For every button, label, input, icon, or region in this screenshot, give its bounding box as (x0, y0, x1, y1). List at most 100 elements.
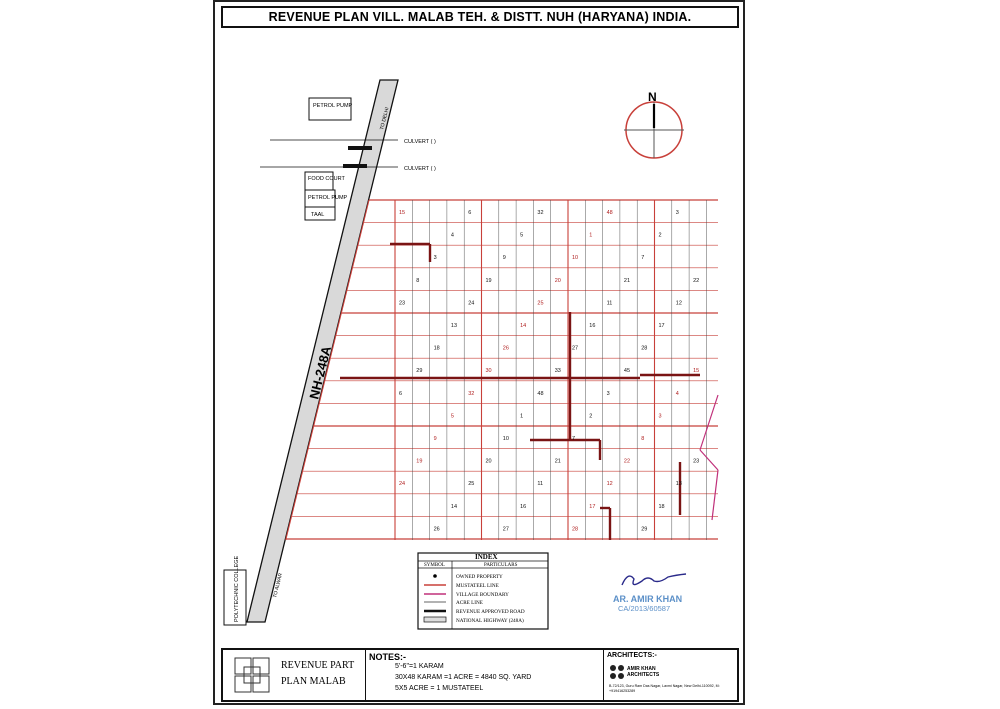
parcel-number: 4 (451, 233, 454, 239)
parcel-number: 19 (486, 278, 492, 284)
parcel-number: 33 (555, 368, 561, 374)
firm-logo-icon (610, 665, 624, 679)
signature-stamp: AR. AMIR KHAN CA/2013/60587 (613, 573, 687, 613)
signature-reg: CA/2013/60587 (618, 604, 670, 613)
parcel-number: 28 (641, 346, 647, 352)
parcel-number: 21 (555, 459, 561, 465)
parcel-number: 27 (572, 346, 578, 352)
culvert-1-label: CULVERT ( ) (404, 139, 436, 145)
village-boundary-line (699, 394, 719, 451)
parcel-number: 1 (520, 413, 523, 419)
parcel-number: 17 (589, 504, 595, 510)
parcel-number: 23 (399, 300, 405, 306)
revenue-roads (340, 242, 700, 540)
parcel-number: 13 (451, 323, 457, 329)
note-1: 5'-6"=1 KARAM (395, 663, 444, 670)
note-2: 30X48 KARAM =1 ACRE = 4840 SQ. YARD (395, 674, 532, 681)
footer-plan-cell: REVENUE PART PLAN MALAB (223, 650, 366, 700)
signature-scribble (621, 573, 687, 586)
parcel-number: 1 (589, 233, 592, 239)
parcel-number: 24 (399, 481, 405, 487)
index-row-mustateel: MUSTATEEL LINE (456, 583, 499, 589)
parcel-number: 28 (572, 526, 578, 532)
parcel-number: 32 (468, 391, 474, 397)
index-row-boundary: VILLAGE BOUNDARY (456, 592, 509, 598)
petrol-pump-2-label: PETROL PUMP (308, 195, 348, 201)
signature-name: AR. AMIR KHAN (613, 594, 682, 604)
north-label: N (648, 90, 657, 104)
parcel-number: 18 (659, 504, 665, 510)
parcel-number: 25 (468, 481, 474, 487)
parcel-number: 13 (676, 481, 682, 487)
parcel-number: 10 (572, 255, 578, 261)
plan-logo-icon (234, 657, 270, 693)
parcel-number: 21 (624, 278, 630, 284)
footer: REVENUE PART PLAN MALAB NOTES:- 5'-6"=1 … (221, 648, 739, 702)
index-title: INDEX (475, 553, 498, 561)
architects-title: ARCHITECTS:- (607, 652, 657, 659)
index-row-owned: OWNED PROPERTY (456, 574, 503, 580)
parcel-number: 3 (434, 255, 437, 261)
parcel-number: 10 (503, 436, 509, 442)
plan-label-2: PLAN MALAB (281, 676, 346, 687)
index-row-highway: NATIONAL HIGHWAY (248A) (456, 617, 524, 624)
parcel-number: 6 (399, 391, 402, 397)
parcel-number: 4 (676, 391, 679, 397)
index-legend: INDEX SYMBOL PARTICULARS OWNED PROPERTY … (417, 552, 549, 630)
parcel-number: 8 (416, 278, 419, 284)
polytechnic-label: POLYTECHNIC COLLEGE (234, 555, 240, 622)
parcel-number: 27 (503, 526, 509, 532)
parcel-number: 8 (641, 436, 644, 442)
parcel-number: 3 (659, 413, 662, 419)
map-title: REVENUE PLAN VILL. MALAB TEH. & DISTT. N… (268, 10, 692, 24)
food-court-label: FOOD COURT (308, 176, 346, 182)
landmarks: PETROL PUMP FOOD COURT PETROL PUMP TAAL … (223, 97, 436, 626)
firm-address: B-72/123, Guru Ram Das Nagar, Laxmi Naga… (609, 684, 720, 693)
parcel-number: 48 (607, 210, 613, 216)
parcel-grid (285, 199, 718, 541)
parcel-number: 5 (520, 233, 523, 239)
parcel-number: 2 (589, 413, 592, 419)
taal-label: TAAL (311, 212, 324, 218)
parcel-number: 6 (468, 210, 471, 216)
parcel-number: 26 (434, 526, 440, 532)
parcel-number: 2 (659, 233, 662, 239)
title-box: REVENUE PLAN VILL. MALAB TEH. & DISTT. N… (221, 6, 739, 28)
parcel-number: 25 (537, 300, 543, 306)
petrol-pump-1-label: PETROL PUMP (313, 103, 353, 109)
parcel-number: 12 (607, 481, 613, 487)
parcel-number: 11 (607, 300, 613, 306)
parcel-number: 23 (693, 459, 699, 465)
parcel-number: 32 (537, 210, 543, 216)
village-boundary (699, 394, 719, 521)
parcel-number: 22 (624, 459, 630, 465)
parcel-number: 15 (693, 368, 699, 374)
parcel-number: 22 (693, 278, 699, 284)
parcel-number: 17 (659, 323, 665, 329)
notes-title: NOTES:- (369, 652, 406, 662)
parcel-number: 12 (676, 300, 682, 306)
parcel-number: 20 (486, 459, 492, 465)
parcel-number: 16 (520, 504, 526, 510)
note-3: 5X5 ACRE = 1 MUSTATEEL (395, 685, 484, 692)
culvert-2-label: CULVERT ( ) (404, 166, 436, 172)
parcel-number: 11 (537, 481, 543, 487)
parcel-number: 26 (503, 346, 509, 352)
parcel-number: 9 (503, 255, 506, 261)
parcel-number: 3 (607, 391, 610, 397)
north-compass: N (624, 90, 684, 159)
index-row-acre: ACRE LINE (456, 600, 483, 606)
parcel-number: 29 (641, 526, 647, 532)
index-col-particulars: PARTICULARS (484, 563, 518, 568)
plan-label-1: REVENUE PART (281, 660, 355, 671)
parcel-number: 18 (434, 346, 440, 352)
parcel-number: 14 (451, 504, 457, 510)
parcel-number: 19 (416, 459, 422, 465)
to-delhi-label: TO DELHI (379, 107, 390, 131)
parcel-number: 15 (399, 210, 405, 216)
index-col-symbol: SYMBOL (424, 563, 445, 568)
parcel-number: 9 (434, 436, 437, 442)
parcel-number: 7 (641, 255, 644, 261)
